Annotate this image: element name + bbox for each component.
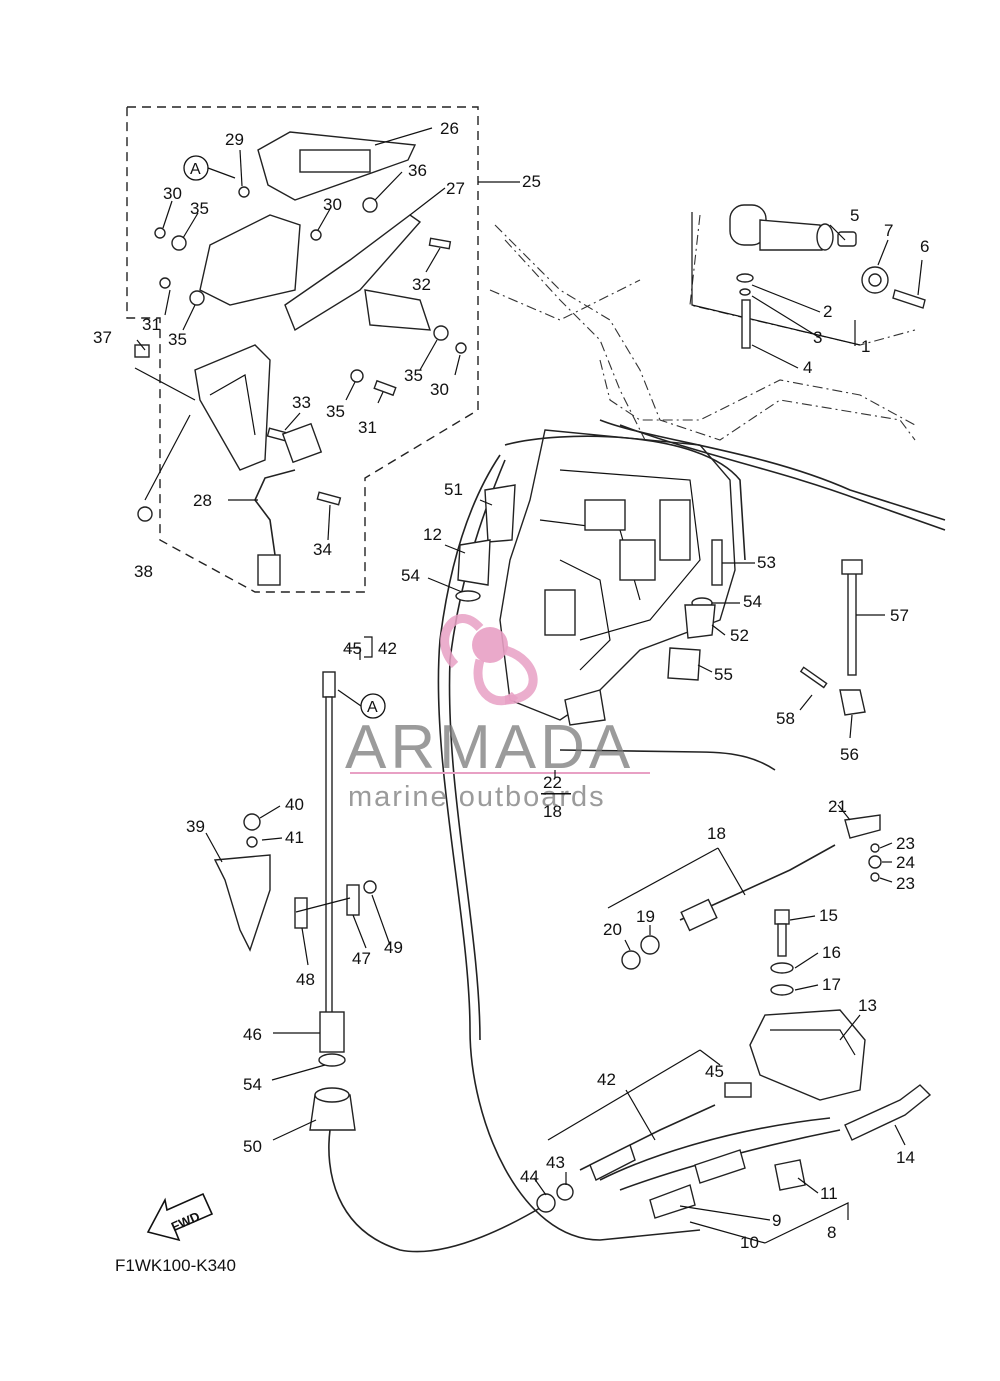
callout-14: 14 <box>896 1148 915 1167</box>
callout-21: 21 <box>828 797 847 816</box>
callout-36: 36 <box>408 161 427 180</box>
ref-marker-label: A <box>367 699 378 716</box>
callout-23-b: 23 <box>896 874 915 893</box>
callout-30-c: 30 <box>430 380 449 399</box>
callout-51: 51 <box>444 480 463 499</box>
reference-marker-a-2: A <box>337 689 386 719</box>
callout-35-b: 35 <box>168 330 187 349</box>
callout-6: 6 <box>920 237 929 256</box>
bracket-label-42: 42 <box>378 639 397 658</box>
callout-37: 37 <box>93 328 112 347</box>
watermark-logo: ARMADA marine outboards <box>345 614 650 813</box>
callout-18-a: 18 <box>543 802 562 821</box>
reference-marker-a-1: A <box>183 155 236 181</box>
watermark-rule <box>350 772 650 774</box>
callout-35-a: 35 <box>190 199 209 218</box>
callout-18-b: 18 <box>707 824 726 843</box>
callout-9: 9 <box>772 1211 781 1230</box>
remote-control-body <box>499 429 736 726</box>
callout-11: 11 <box>820 1184 838 1203</box>
callout-57: 57 <box>890 606 909 625</box>
callout-54-b: 54 <box>743 592 762 611</box>
callout-5: 5 <box>850 206 859 225</box>
callout-44: 44 <box>520 1167 539 1186</box>
callout-7: 7 <box>884 221 893 240</box>
callout-16: 16 <box>822 943 841 962</box>
callout-31-b: 31 <box>358 418 377 437</box>
callout-17: 17 <box>822 975 841 994</box>
callout-24: 24 <box>896 853 915 872</box>
callout-58: 58 <box>776 709 795 728</box>
callout-53: 53 <box>757 553 776 572</box>
control-cables <box>328 419 946 1253</box>
callout-20: 20 <box>603 920 622 939</box>
callout-10: 10 <box>740 1233 759 1252</box>
callout-15: 15 <box>819 906 838 925</box>
callout-50: 50 <box>243 1137 262 1156</box>
callout-31-a: 31 <box>142 315 161 334</box>
callout-40: 40 <box>285 795 304 814</box>
bracket-mark <box>364 636 373 658</box>
callout-54-a: 54 <box>401 566 420 585</box>
callout-2: 2 <box>823 302 832 321</box>
callout-41: 41 <box>285 828 304 847</box>
callout-12: 12 <box>423 525 442 544</box>
callout-25: 25 <box>522 172 541 191</box>
handlebar-ghost <box>489 224 916 451</box>
bracket-label-45: 45 <box>343 639 362 658</box>
callout-22-rule <box>541 793 571 795</box>
assembly-box-parts <box>134 131 467 586</box>
assembly-box-outline <box>126 106 479 593</box>
fwd-arrow-icon: FWD <box>146 1192 214 1242</box>
callout-1: 1 <box>861 337 870 356</box>
callout-29: 29 <box>225 130 244 149</box>
callout-35-c: 35 <box>404 366 423 385</box>
watermark-tagline: marine outboards <box>348 781 606 813</box>
callout-45: 45 <box>705 1062 724 1081</box>
callout-8: 8 <box>827 1223 836 1242</box>
callout-39: 39 <box>186 817 205 836</box>
callout-34: 34 <box>313 540 332 559</box>
callout-43: 43 <box>546 1153 565 1172</box>
callout-55: 55 <box>714 665 733 684</box>
callout-54-c: 54 <box>243 1075 262 1094</box>
callout-13: 13 <box>858 996 877 1015</box>
ref-marker-label: A <box>190 161 201 178</box>
callout-48: 48 <box>296 970 315 989</box>
callout-30-a: 30 <box>163 184 182 203</box>
callout-38: 38 <box>134 562 153 581</box>
callout-3: 3 <box>813 328 822 347</box>
callout-49: 49 <box>384 938 403 957</box>
callout-labels: 1 2 3 4 5 6 7 8 9 10 11 12 13 14 15 16 1… <box>93 119 929 1252</box>
watermark-brand: ARMADA <box>345 713 634 782</box>
right-side-parts <box>455 484 932 1219</box>
callout-46: 46 <box>243 1025 262 1044</box>
callout-leaders <box>134 127 923 1244</box>
callout-47: 47 <box>352 949 371 968</box>
callout-28: 28 <box>193 491 212 510</box>
callout-52: 52 <box>730 626 749 645</box>
callout-33: 33 <box>292 393 311 412</box>
callout-26: 26 <box>440 119 459 138</box>
callout-27: 27 <box>446 179 465 198</box>
callout-19: 19 <box>636 907 655 926</box>
shift-linkage <box>213 671 377 1131</box>
callout-30-b: 30 <box>323 195 342 214</box>
callout-22: 22 <box>543 773 562 792</box>
throttle-grip-assembly <box>689 204 926 349</box>
callout-42: 42 <box>597 1070 616 1089</box>
callout-32: 32 <box>412 275 431 294</box>
callout-56: 56 <box>840 745 859 764</box>
callout-4: 4 <box>803 358 812 377</box>
diagram-code: F1WK100-K340 <box>115 1256 236 1275</box>
callout-35-d: 35 <box>326 402 345 421</box>
callout-23-a: 23 <box>896 834 915 853</box>
